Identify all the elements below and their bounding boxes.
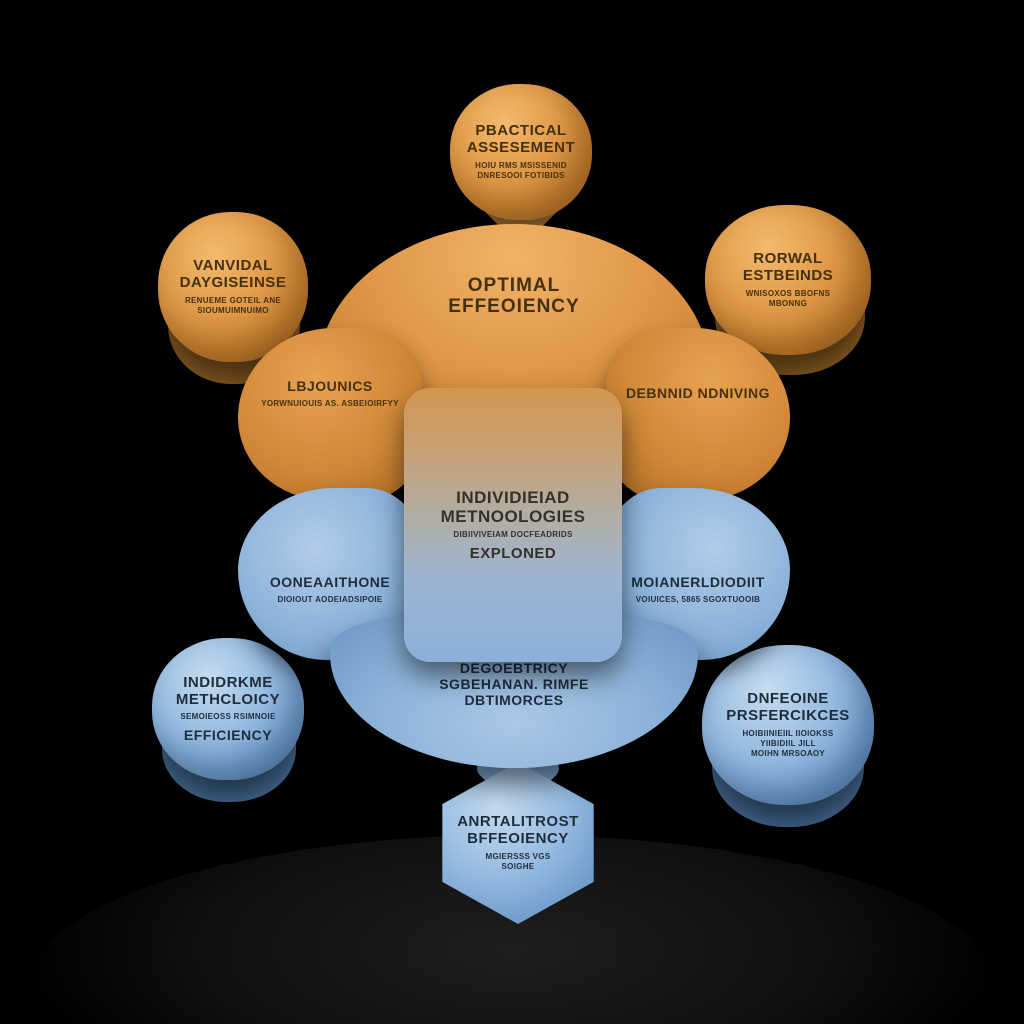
lobe-subtitle: YORWNUIOUIS AS. ASBEIOIRFYY (261, 398, 399, 408)
panel-footer: EXPLONED (469, 545, 557, 563)
node-practical-assessment: PBACTICAL ASSESEMENT HOIU RMS MSISSENID … (450, 84, 592, 220)
node-title: ANRTALITROST BFFEOIENCY (457, 813, 579, 847)
node-subtitle: HOIU RMS MSISSENID DNRESOOI FOTIBIDS (475, 160, 567, 180)
lobe-moianerldiodiit: MOIANERLDIODIIT VOIUICES, 5865 SGOXTUOOI… (606, 488, 790, 660)
node-dnfeoine-prsfercikces: DNFEOINE PRSFERCIKCES HOIBIINIEIIL IIOIO… (702, 645, 874, 805)
lobe-lbjounics: LBJOUNICS YORWNUIOUIS AS. ASBEIOIRFYY (238, 328, 422, 500)
node-title: PBACTICAL ASSESEMENT (466, 122, 576, 156)
node-vanvidal-daygiseinse: VANVIDAL DAYGISEINSE RENUEME GOTEIL ANE … (158, 212, 308, 362)
node-title: RORWAL ESTBEINDS (742, 250, 834, 284)
lobe-subtitle: VOIUICES, 5865 SGOXTUOOIB (635, 594, 761, 604)
panel-subtitle: DIBIIVIVEIAM DOCFEADRIDS (453, 530, 573, 540)
node-subtitle: SEMOIEOSS RSIMNOIE (180, 712, 276, 722)
lobe-subtitle: DIOIOUT AODEIADSIPOIE (277, 594, 383, 604)
node-subtitle: RENUEME GOTEIL ANE SIOUMUIMNUIMO (184, 295, 282, 315)
panel-title: INDIVIDIEIAD METNOOLOGIES (440, 487, 586, 526)
lobe-title: OONEAAITHONE (269, 574, 391, 591)
petal-title: OPTIMAL EFFEOIENCY (448, 274, 580, 317)
node-title: DNFEOINE PRSFERCIKCES (726, 690, 850, 724)
lobe-title: DEBNNID NDNIVING (625, 385, 771, 402)
node-subtitle: MGIERSSS VGS SOIGHE (485, 851, 551, 871)
node-subtitle: HOIBIINIEIIL IIOIOKSS YIIBIDIIL JILL MOI… (742, 728, 834, 758)
node-footer: EFFICIENCY (183, 727, 273, 744)
node-rorwal-estbeinds: RORWAL ESTBEINDS WNISOXOS BBOFNS MBONNG (705, 205, 871, 355)
node-title: VANVIDAL DAYGISEINSE (179, 257, 287, 291)
lobe-title: LBJOUNICS (287, 378, 373, 395)
node-subtitle: WNISOXOS BBOFNS MBONNG (745, 288, 831, 308)
lobe-debnnid-ndniving: DEBNNID NDNIVING (606, 328, 790, 500)
lobe-title: MOIANERLDIODIIT (631, 574, 765, 591)
center-panel-individual-methodologies: INDIVIDIEIAD METNOOLOGIES DIBIIVIVEIAM D… (404, 388, 622, 662)
node-indidrkme-methcloicy: INDIDRKME METHCLOICY SEMOIEOSS RSIMNOIE … (152, 638, 304, 780)
node-title: INDIDRKME METHCLOICY (175, 673, 281, 708)
petal-title: DEGOEBTRICY SGBEHANAN. RIMFE DBTIMORCES (439, 660, 589, 708)
